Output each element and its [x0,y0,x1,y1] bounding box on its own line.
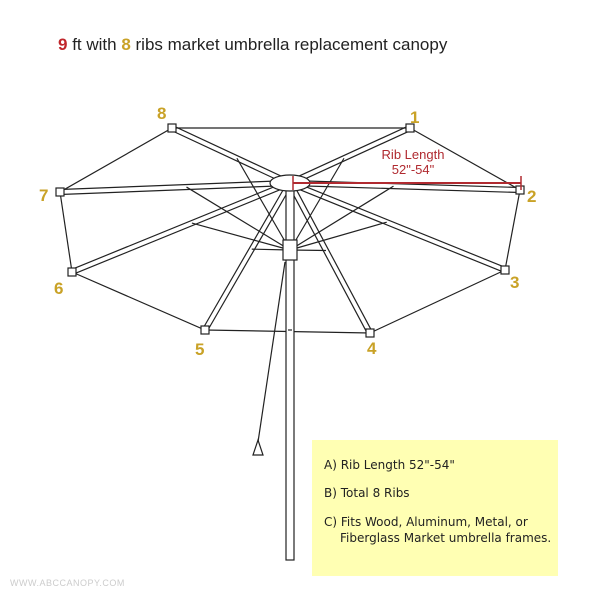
rib-4-edge [291,181,373,333]
rib-tip-4 [365,328,375,338]
rib-6-edge [72,184,292,275]
lower-hub [282,239,298,261]
rib-number-1: 1 [410,108,419,127]
rib-length-label: Rib Length [382,147,445,162]
stretcher-7 [186,186,291,251]
spec-total-ribs: B) Total 8 Ribs [324,486,410,500]
rib-number-7: 7 [39,186,48,205]
rib-2-edge [290,179,521,189]
watermark: WWW.ABCCANOPY.COM [10,578,125,588]
rib-tip-6 [67,267,77,277]
ribs [55,123,525,338]
title-text: ft with [67,35,122,54]
rib-1 [290,129,412,186]
spec-fits: C) Fits Wood, Aluminum, Metal, or Fiberg… [324,515,552,545]
size-number: 9 [58,35,68,54]
spec-box: A) Rib Length 52"-54" B) Total 8 Ribs C)… [312,440,558,576]
rib-tip-3 [500,265,510,275]
title-text-end: ribs market umbrella replacement canopy [130,35,448,54]
rib-3 [288,184,505,273]
rib-tip-7 [55,187,65,197]
rib-8-edge [170,129,290,186]
cord-weight [252,438,264,456]
spec-rib-length: A) Rib Length 52"-54" [324,458,455,472]
stretcher-3 [289,221,387,251]
rib-tip-2 [515,185,525,195]
rib-2 [289,184,520,194]
rib-7 [59,179,290,191]
rib-number-3: 3 [510,273,519,292]
rib-5 [202,181,289,330]
stretcher-2 [289,185,394,251]
rib-number-8: 8 [157,104,166,123]
ribs-number: 8 [121,35,131,54]
rib-number-5: 5 [195,340,204,359]
rib-3-edge [290,180,507,269]
rib-number-6: 6 [54,279,63,298]
rib-5-edge [206,183,293,332]
rib-7-edge [60,184,291,196]
rib-number-2: 2 [527,187,536,206]
rib-tip-8 [167,123,177,133]
pull-cord [257,261,286,443]
rib-number-4: 4 [367,339,377,358]
rib-length-value: 52"-54" [392,162,435,177]
rib-4 [287,183,369,335]
stretcher-1 [289,157,345,251]
rib-tip-1 [405,123,415,133]
stretcher-6 [191,222,291,251]
rib-6 [70,180,290,271]
stretcher-8 [236,157,291,251]
page-title: 9 ft with 8 ribs market umbrella replace… [58,35,447,55]
rib-tip-5 [200,325,210,335]
rib-8 [172,125,292,182]
rib-1-edge [288,125,410,182]
